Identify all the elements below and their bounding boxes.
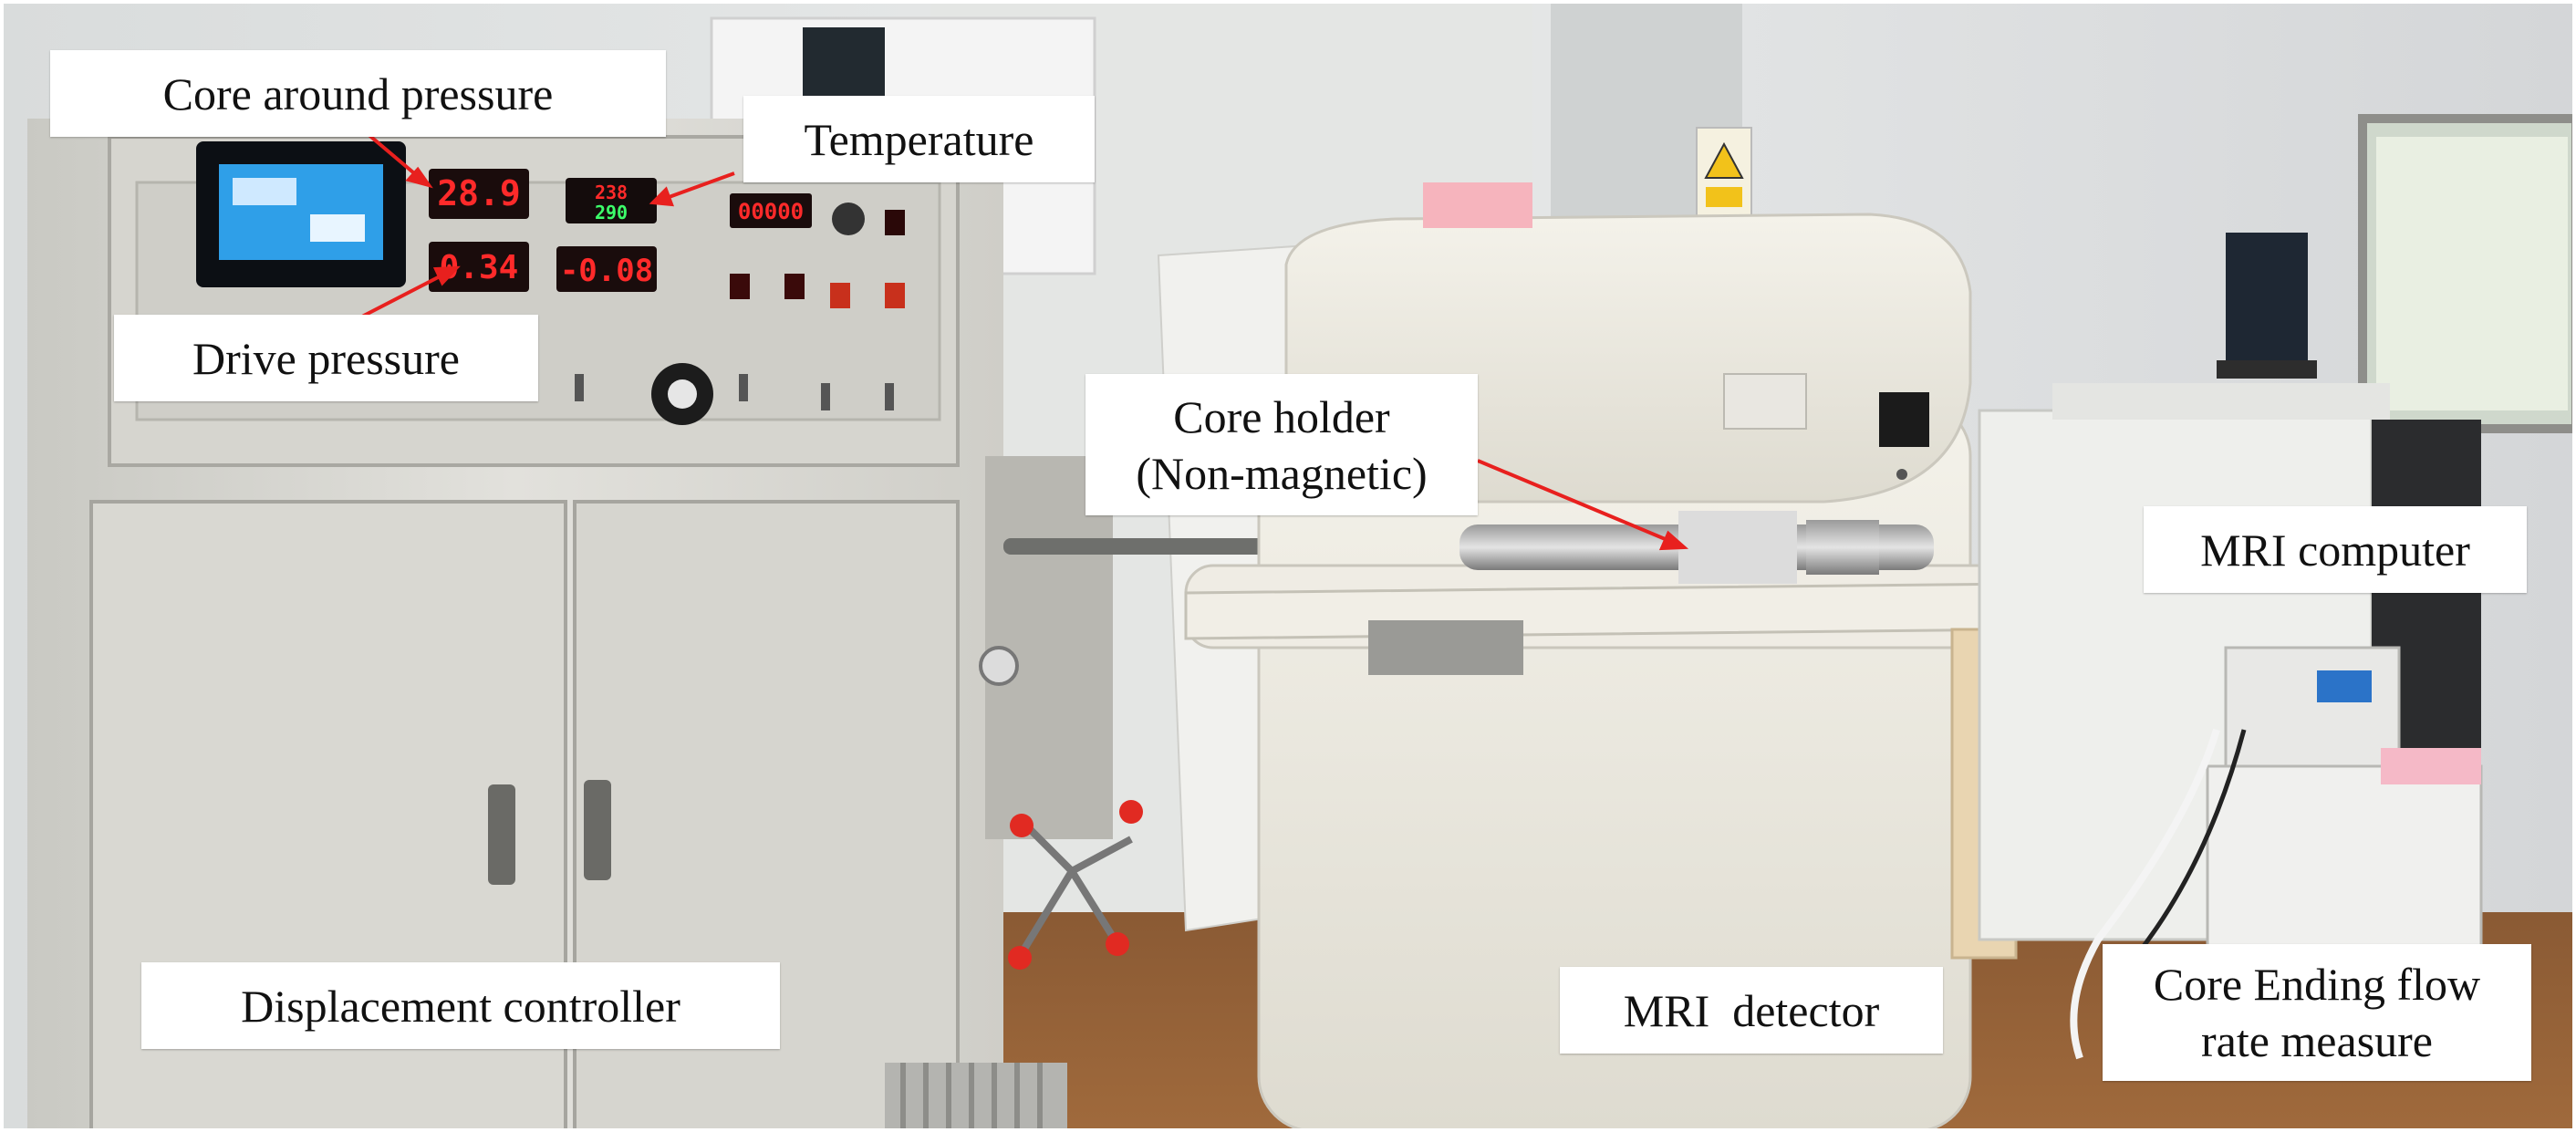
heat-sink: [885, 1063, 1067, 1132]
flow-meter-tray: [2381, 748, 2481, 784]
toggle-switch: [575, 374, 584, 401]
switch-light: [885, 210, 905, 235]
computer-monitor: [2226, 233, 2308, 360]
readout-core-around-pressure: 28.9: [437, 173, 521, 213]
tray-support: [1368, 620, 1523, 675]
touch-screen-widget: [233, 178, 296, 205]
readout-differential-bezel: [556, 246, 657, 292]
label-displacement-controller: Displacement controller: [141, 962, 780, 1049]
flow-meter-base: [2206, 764, 2483, 950]
readout-drive-bezel: [429, 242, 529, 292]
label-core-around-pressure: Core around pressure: [50, 50, 666, 137]
mri-indicator: [1896, 469, 1907, 480]
readout-temperature-top: 238: [595, 182, 628, 203]
arrow-drive-pressure: [359, 272, 446, 319]
touch-screen-widget: [310, 214, 365, 242]
flow-meter-unit: [2224, 646, 2401, 768]
switch-light: [784, 274, 805, 299]
window-glass: [2376, 137, 2568, 410]
core-holder-sleeve: [1678, 511, 1797, 584]
warning-triangle-icon: [1704, 141, 1744, 179]
readout-core-around-bezel: [429, 169, 529, 219]
readout-counter: 00000: [738, 199, 804, 224]
mri-nameplate: [1723, 373, 1807, 430]
switch-light: [830, 283, 850, 308]
toggle-switch: [739, 374, 748, 401]
switch-light: [730, 274, 750, 299]
label-drive-pressure: Drive pressure: [114, 315, 538, 401]
core-holder-cap: [1806, 520, 1879, 575]
label-flow-rate-measure: Core Ending flow rate measure: [2103, 944, 2531, 1081]
toggle-switch: [885, 383, 894, 410]
arrowhead-temperature: [649, 186, 675, 207]
readout-differential: -0.08: [560, 253, 653, 289]
arrowhead-core-around-pressure: [405, 166, 433, 189]
arrow-core-holder: [1477, 459, 1675, 545]
door-handle-right: [584, 780, 611, 880]
annotation-arrows: [358, 126, 1689, 551]
label-mri-detector: MRI detector: [1560, 967, 1943, 1054]
label-core-holder: Core holder (Non-magnetic): [1085, 374, 1478, 515]
arrowhead-core-holder: [1658, 530, 1689, 551]
monitor-stand: [2217, 360, 2317, 379]
knob-small: [832, 203, 865, 235]
warning-label: [1706, 187, 1742, 207]
arrowhead-drive-pressure: [432, 265, 461, 286]
toggle-switch: [821, 383, 830, 410]
arrow-temperature: [663, 171, 735, 201]
valve-assembly: [1008, 800, 1143, 970]
label-temperature: Temperature: [743, 96, 1095, 182]
switch-light: [885, 283, 905, 308]
label-mri-computer: MRI computer: [2144, 506, 2527, 593]
console-top: [2052, 383, 2390, 420]
flow-tube: [2070, 728, 2220, 1060]
pressure-gauge: [979, 646, 1019, 686]
mri-pink-tag: [1423, 182, 1532, 228]
readout-counter-bezel: [730, 193, 812, 228]
readout-temperature-bottom: 290: [595, 202, 628, 223]
door-handle-left: [488, 784, 515, 885]
flow-meter-display: [2317, 670, 2372, 702]
readout-temperature-bezel: [566, 178, 657, 223]
heat-sink-fins: [900, 1063, 1043, 1132]
pressure-knob-cap: [668, 379, 697, 409]
mri-window: [1879, 392, 1929, 447]
power-cable: [2133, 729, 2247, 960]
mri-tray: [1184, 582, 2027, 640]
